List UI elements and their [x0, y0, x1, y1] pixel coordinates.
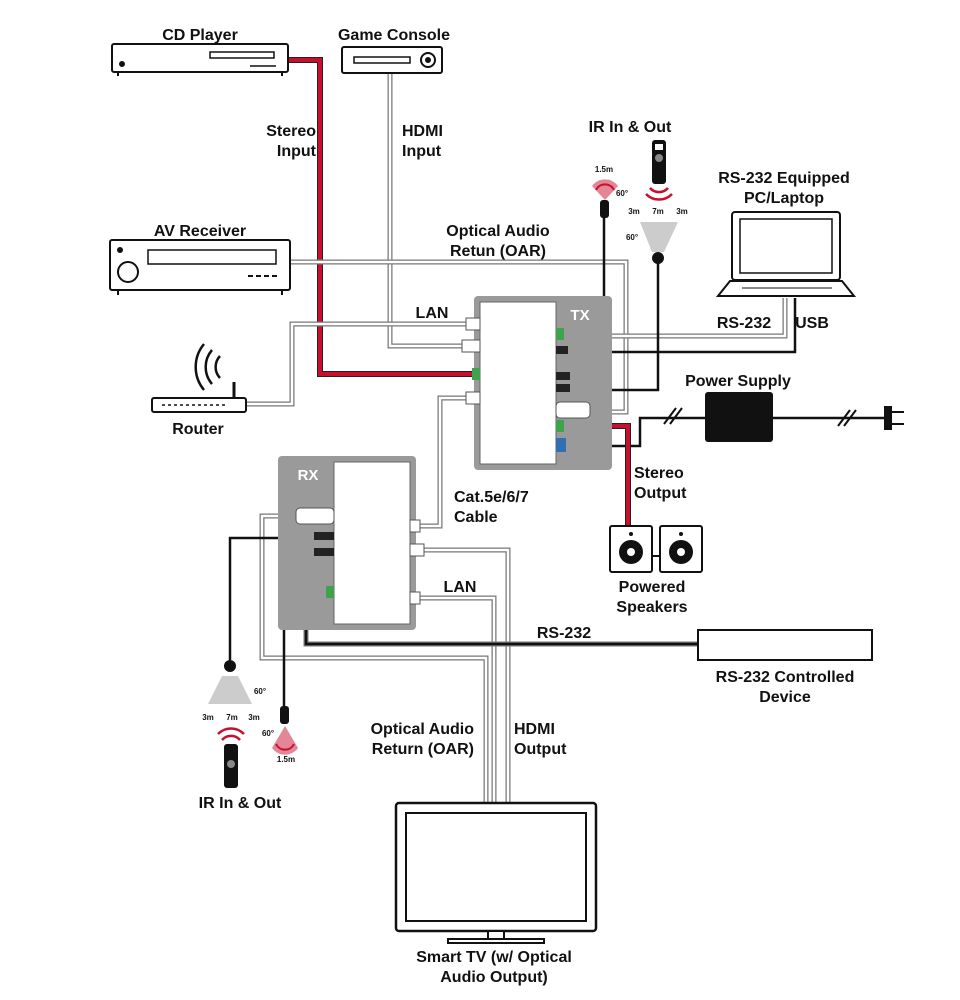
rx-label: RX — [298, 467, 319, 484]
laptop-label-line2: PC/Laptop — [744, 190, 824, 207]
laptop — [715, 211, 857, 297]
bottom-sensor-angle: 60° — [262, 729, 274, 738]
lan-bottom-cable — [420, 595, 497, 805]
cd-player-label: CD Player — [162, 27, 238, 44]
hdmi-input-cable — [387, 74, 462, 349]
oar-top-label-line2: Retun (OAR) — [450, 243, 546, 260]
stereo-output-label-line1: Stereo — [634, 465, 684, 482]
speakers-label-line2: Speakers — [616, 599, 687, 616]
ir-sensor-top — [592, 179, 618, 218]
rs232-bottom-label: RS-232 — [537, 625, 591, 642]
ir-blaster-bottom — [208, 660, 252, 704]
usb-label: USB — [795, 315, 829, 332]
bottom-blaster-angle: 60° — [254, 687, 266, 696]
ir-top-label: IR In & Out — [589, 119, 672, 136]
cat-cable — [418, 395, 466, 529]
top-sensor-angle: 60° — [616, 189, 628, 198]
cat-cable-label-line2: Cable — [454, 509, 498, 526]
cat-cable-label-line1: Cat.5e/6/7 — [454, 489, 529, 506]
hdmi-input-label-line1: HDMI — [402, 123, 443, 140]
stereo-input-label-line2: Input — [277, 143, 317, 160]
stereo-input-cable — [288, 57, 478, 377]
tx-label: TX — [570, 307, 589, 324]
game-console-label: Game Console — [338, 27, 450, 44]
ir-bottom-label: IR In & Out — [199, 795, 282, 812]
bottom-blaster-left: 3m — [202, 713, 214, 722]
stereo-output-label-line2: Output — [634, 485, 687, 502]
top-blaster-angle: 60° — [626, 233, 638, 242]
rs232-device-label-line1: RS-232 Controlled — [716, 669, 855, 686]
lan-top-label: LAN — [416, 305, 449, 322]
smart-tv — [394, 801, 598, 944]
game-console — [341, 46, 443, 74]
ir-sensor-bottom — [272, 706, 298, 755]
bottom-sensor-range: 1.5m — [277, 755, 295, 764]
hdmi-output-label-line1: HDMI — [514, 721, 555, 738]
hdmi-output-cable — [420, 547, 511, 805]
remote-control-top — [645, 140, 673, 201]
oar-bottom-cable — [259, 513, 489, 805]
bottom-blaster-mid: 7m — [226, 713, 238, 722]
oar-bottom-label-line1: Optical Audio — [371, 721, 475, 738]
top-blaster-left: 3m — [628, 207, 640, 216]
rs232-controlled-device — [697, 629, 873, 661]
tx-unit: TX — [461, 296, 612, 470]
rx-unit: RX — [278, 456, 425, 630]
top-blaster-mid: 7m — [652, 207, 664, 216]
laptop-label-line1: RS-232 Equipped — [718, 170, 850, 187]
hdmi-input-label-line2: Input — [402, 143, 442, 160]
power-supply — [663, 392, 904, 442]
rs232-device-label-line2: Device — [759, 689, 811, 706]
remote-control-bottom — [217, 727, 245, 788]
av-receiver — [109, 239, 291, 295]
top-sensor-range: 1.5m — [595, 165, 613, 174]
rs232-top-label: RS-232 — [717, 315, 771, 332]
power-supply-label: Power Supply — [685, 373, 791, 390]
oar-top-label-line1: Optical Audio — [446, 223, 550, 240]
stereo-input-label-line1: Stereo — [266, 123, 316, 140]
oar-bottom-label-line2: Return (OAR) — [372, 741, 474, 758]
hdmi-output-label-line2: Output — [514, 741, 567, 758]
cd-player — [111, 43, 289, 76]
bottom-blaster-right: 3m — [248, 713, 260, 722]
speakers-label-line1: Powered — [619, 579, 686, 596]
rs232-usb-cable — [560, 298, 797, 354]
powered-speakers — [609, 525, 703, 573]
router — [151, 343, 247, 413]
av-receiver-label: AV Receiver — [154, 223, 246, 240]
lan-top-cable — [245, 321, 466, 407]
ir-blaster-top — [640, 222, 678, 264]
tv-label-line2: Audio Output) — [440, 969, 548, 986]
router-label: Router — [172, 421, 224, 438]
tv-label-line1: Smart TV (w/ Optical — [416, 949, 572, 966]
top-blaster-right: 3m — [676, 207, 688, 216]
lan-bottom-label: LAN — [444, 579, 477, 596]
